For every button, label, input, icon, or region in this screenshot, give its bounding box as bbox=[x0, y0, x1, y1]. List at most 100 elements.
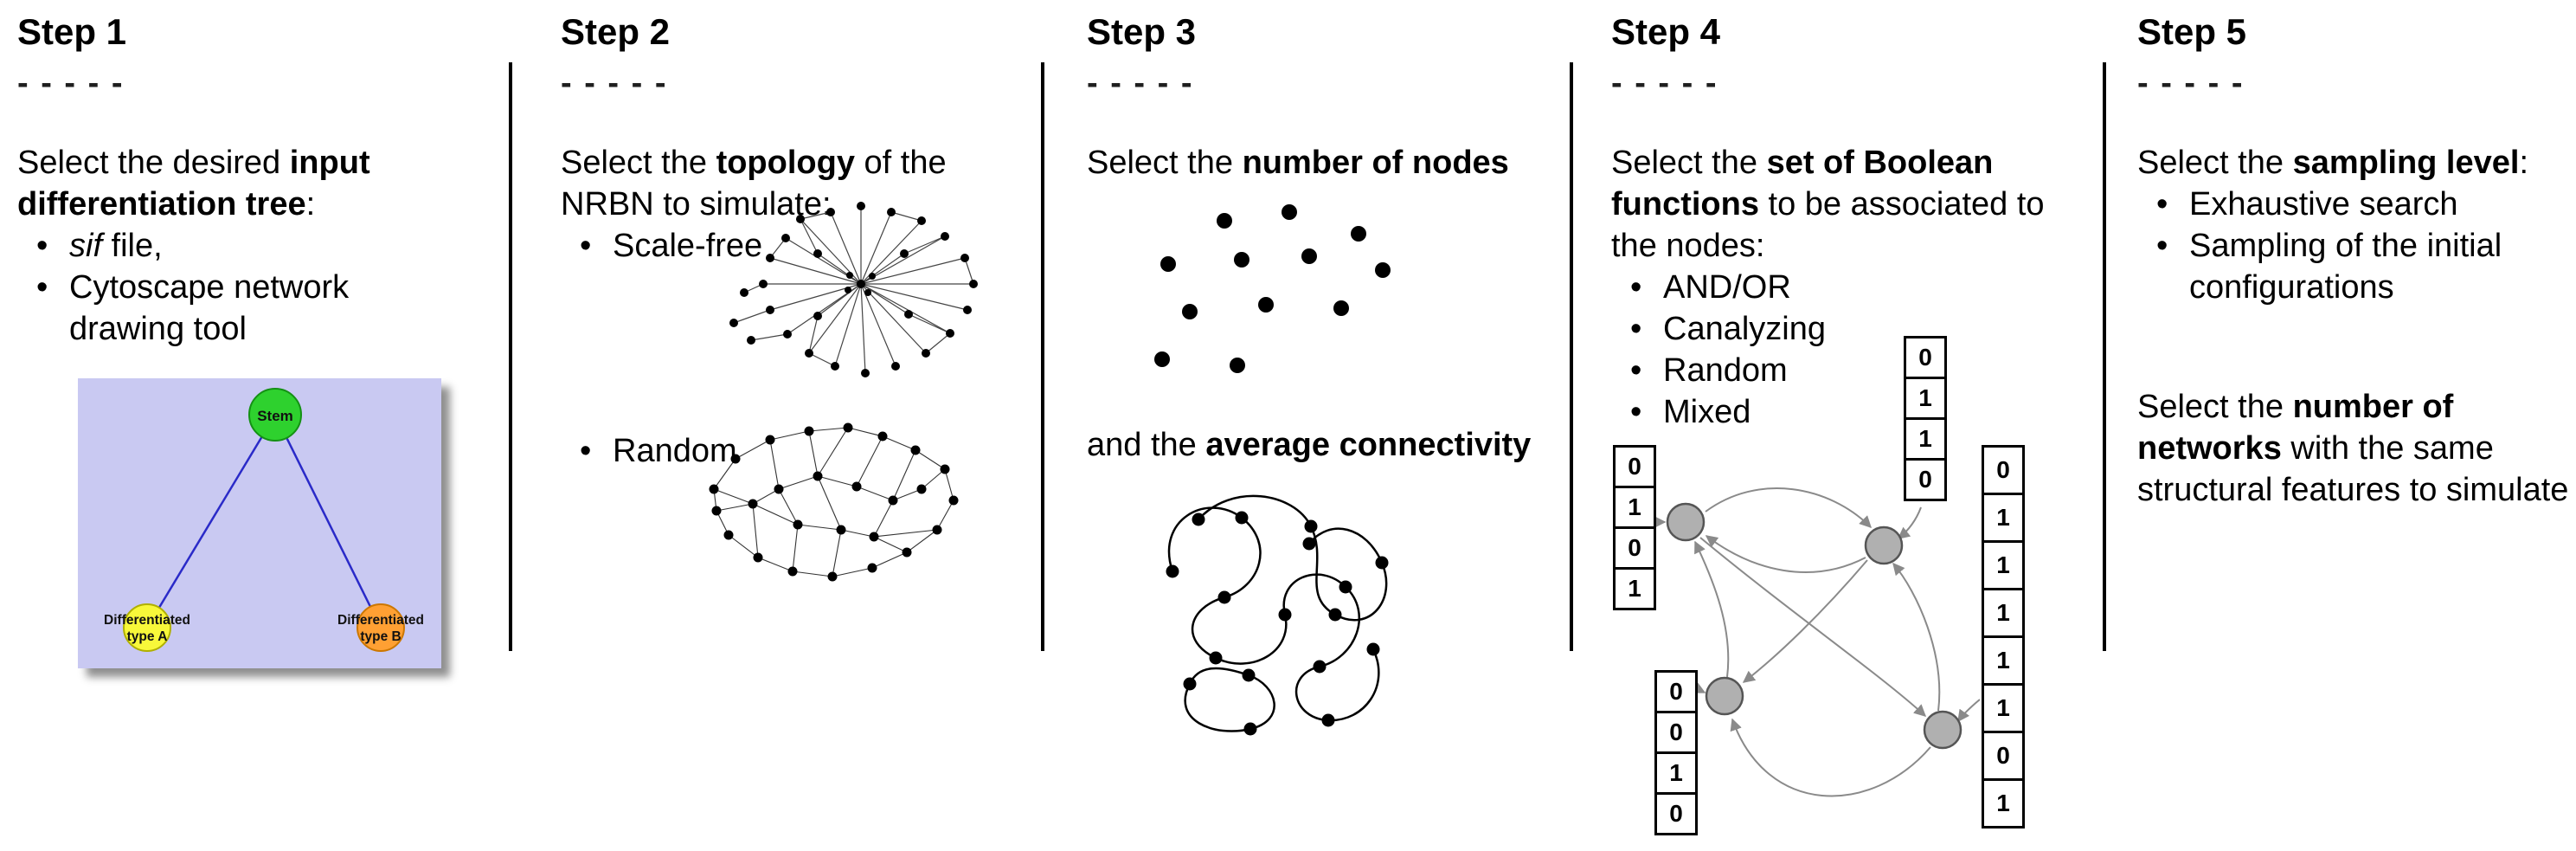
type-b-label: type B bbox=[360, 629, 401, 644]
truth-table-top: 0 1 1 0 bbox=[1904, 336, 1947, 501]
truth-table-cell: 1 bbox=[1654, 751, 1698, 795]
network-node bbox=[1864, 525, 1904, 565]
connectivity-tangle-graphic bbox=[1166, 494, 1389, 736]
differentiation-tree-svg: Stem Differentiated type A Differentiate… bbox=[104, 388, 424, 652]
truth-table-cell: 1 bbox=[1982, 493, 2025, 543]
step-1-column: Step 1 - - - - - Select the desired inpu… bbox=[17, 10, 463, 350]
boolean-function-options-list: AND/OR Canalyzing Random Mixed bbox=[1611, 267, 2096, 433]
boolean-network-svg bbox=[1654, 487, 1981, 797]
truth-table-cell: 1 bbox=[1904, 377, 1947, 420]
list-item: AND/OR bbox=[1611, 267, 2096, 308]
instruction-text: : bbox=[305, 186, 316, 222]
step-1-title: Step 1 bbox=[17, 11, 127, 52]
step-5-column: Step 5 - - - - - Select the sampling lev… bbox=[2137, 10, 2574, 308]
type-b-node bbox=[357, 603, 405, 652]
step-3-title: Step 3 bbox=[1087, 11, 1197, 52]
truth-table-cell: 1 bbox=[1982, 540, 2025, 590]
truth-table-cell: 0 bbox=[1654, 711, 1698, 754]
instruction-text: and the bbox=[1087, 427, 1206, 463]
sampling-options-list: Exhaustive search Sampling of the initia… bbox=[2137, 184, 2574, 308]
tree-edge bbox=[145, 414, 277, 629]
stem-node bbox=[248, 388, 302, 442]
instruction-text: Select the bbox=[2137, 389, 2293, 425]
truth-table-cell: 0 bbox=[1654, 792, 1698, 835]
instruction-bold: average connectivity bbox=[1205, 427, 1532, 463]
truth-table-right: 0 1 1 1 1 1 0 1 bbox=[1982, 445, 2025, 828]
step-4-column: Step 4 - - - - - Select the set of Boole… bbox=[1611, 10, 2096, 433]
instruction-bold: input differentiation tree bbox=[17, 145, 370, 222]
truth-table-cell: 1 bbox=[1613, 486, 1656, 529]
instruction-bold: set of Boolean functions bbox=[1611, 145, 1994, 222]
list-item: sif file, bbox=[17, 225, 463, 267]
dashed-separator: - - - - - bbox=[2137, 65, 2245, 101]
dashed-separator: - - - - - bbox=[1087, 65, 1194, 101]
truth-table-cell: 1 bbox=[1613, 567, 1656, 610]
tree-edge bbox=[273, 414, 382, 629]
truth-table-cell: 1 bbox=[1982, 588, 2025, 638]
instruction-bold: topology bbox=[716, 145, 855, 181]
truth-table-cell: 0 bbox=[1654, 670, 1698, 713]
sif-italic: sif bbox=[69, 228, 102, 264]
truth-table-left: 0 1 0 1 bbox=[1613, 445, 1656, 610]
dashed-separator: - - - - - bbox=[1611, 65, 1718, 101]
instruction-text: : bbox=[2519, 145, 2529, 181]
list-item: Canalyzing bbox=[1611, 308, 2096, 350]
type-a-label: Differentiated bbox=[104, 613, 190, 628]
column-divider bbox=[2103, 62, 2106, 651]
topology-options-list: Random bbox=[561, 430, 998, 472]
list-item: Cytoscape network drawing tool bbox=[17, 267, 463, 350]
instruction-text: Select the bbox=[1087, 145, 1243, 181]
step-1-options-list: sif file, Cytoscape network drawing tool bbox=[17, 225, 463, 350]
truth-table-cell: 1 bbox=[1982, 683, 2025, 733]
nodes-dots-graphic bbox=[1154, 204, 1391, 373]
column-divider bbox=[509, 62, 512, 651]
instruction-text: with the same structural features to sim… bbox=[2137, 430, 2569, 508]
step-3-instruction: Select the number of nodes bbox=[1087, 142, 1561, 184]
truth-table-cell: 0 bbox=[1904, 458, 1947, 501]
instruction-text: to be associated to the nodes: bbox=[1611, 186, 2045, 264]
step-2-title: Step 2 bbox=[561, 11, 671, 52]
step-2-column: Step 2 - - - - - Select the topology of … bbox=[561, 10, 998, 267]
column-divider bbox=[1041, 62, 1044, 651]
type-b-label: Differentiated bbox=[337, 613, 424, 628]
truth-table-cell: 0 bbox=[1613, 445, 1656, 488]
step-5-instruction: Select the sampling level: bbox=[2137, 142, 2574, 184]
step-1-instruction: Select the desired input differentiation… bbox=[17, 142, 463, 225]
dashed-separator: - - - - - bbox=[561, 65, 668, 101]
truth-table-cell: 0 bbox=[1982, 445, 2025, 495]
truth-table-cell: 1 bbox=[1982, 778, 2025, 828]
step-2-instruction: Select the topology of the NRBN to simul… bbox=[561, 142, 998, 225]
list-item: Mixed bbox=[1611, 391, 2096, 433]
truth-table-cell: 1 bbox=[1904, 417, 1947, 461]
network-node bbox=[1666, 502, 1706, 542]
list-item: Exhaustive search bbox=[2137, 184, 2574, 225]
instruction-bold: number of networks bbox=[2137, 389, 2454, 467]
topology-options-list: Scale-free bbox=[561, 225, 998, 267]
step-3-instruction-2: and the average connectivity bbox=[1087, 424, 1561, 466]
step-3-column: Step 3 - - - - - Select the number of no… bbox=[1087, 10, 1561, 184]
instruction-text: Select the desired bbox=[17, 145, 290, 181]
instruction-bold: number of nodes bbox=[1242, 145, 1509, 181]
step-5-instruction-2: Select the number of networks with the s… bbox=[2137, 386, 2574, 511]
network-node bbox=[1705, 676, 1744, 716]
step-4-instruction: Select the set of Boolean functions to b… bbox=[1611, 142, 2096, 267]
instruction-bold: sampling level bbox=[2292, 145, 2520, 181]
column-divider bbox=[1570, 62, 1573, 651]
truth-table-cell: 1 bbox=[1982, 635, 2025, 686]
list-item: Sampling of the initial configurations bbox=[2137, 225, 2574, 308]
truth-table-cell: 0 bbox=[1982, 731, 2025, 781]
truth-table-cell: 0 bbox=[1613, 526, 1656, 570]
type-a-label: type A bbox=[127, 629, 168, 644]
instruction-text: Select the bbox=[1611, 145, 1767, 181]
truth-table-bottom: 0 0 1 0 bbox=[1654, 670, 1698, 835]
instruction-text: Select the bbox=[561, 145, 716, 181]
type-a-node bbox=[123, 603, 171, 652]
list-item: Scale-free bbox=[561, 225, 998, 267]
scale-free-network-graphic bbox=[729, 202, 978, 377]
step-5-title: Step 5 bbox=[2137, 11, 2247, 52]
dashed-separator: - - - - - bbox=[17, 65, 125, 101]
step-4-title: Step 4 bbox=[1611, 11, 1721, 52]
list-item: Random bbox=[1611, 350, 2096, 391]
random-network-graphic bbox=[709, 422, 959, 582]
